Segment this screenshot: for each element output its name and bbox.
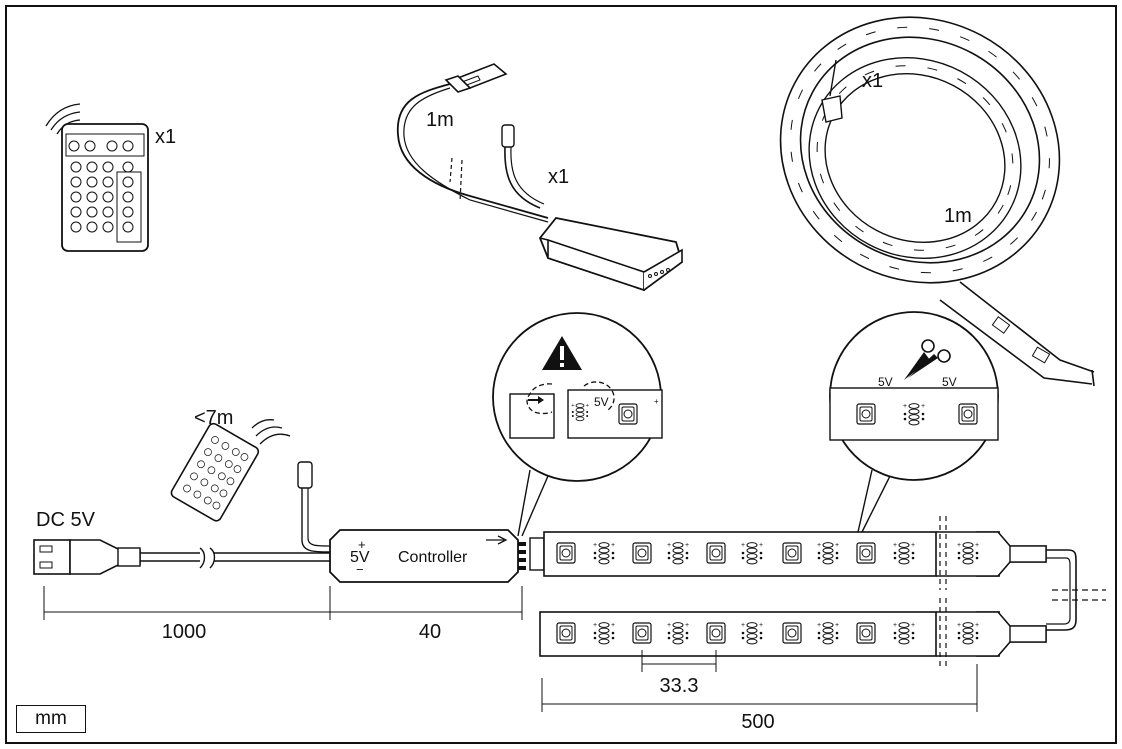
warning-icon (542, 336, 582, 370)
led-strip (529, 516, 1047, 590)
remote-range: <7m (194, 407, 233, 429)
power-cable (140, 547, 330, 569)
power-label: DC 5V (36, 509, 96, 531)
svg-text:+: + (654, 397, 659, 406)
remote-icon (170, 422, 260, 522)
dimension-strip-segment (541, 664, 978, 712)
controller-minus: − (356, 562, 364, 577)
dimension-controller-label: 40 (419, 621, 441, 643)
controller-qty: x1 (548, 166, 569, 188)
cut-voltage-right: 5V (942, 375, 957, 389)
cut-detail-callout (829, 311, 999, 533)
controller-label: Controller (398, 549, 468, 566)
dimension-led-pitch (641, 650, 717, 672)
cut-voltage-left: 5V (878, 375, 893, 389)
usb-plug-icon (33, 539, 141, 575)
remote-icon (45, 103, 149, 252)
scissors-icon (904, 339, 951, 380)
dimension-strip-segment-label: 500 (741, 711, 774, 733)
dimension-cable-label: 1000 (162, 621, 207, 643)
warning-detail-callout: + (492, 312, 663, 537)
strip-cable-loop (1046, 549, 1106, 631)
dimension-cable (43, 586, 331, 620)
dimension-led-pitch-label: 33.3 (660, 675, 699, 697)
strip-qty: x1 (862, 70, 883, 92)
controller-box-icon (397, 63, 684, 292)
units-box: mm (16, 705, 86, 733)
remote-qty: x1 (155, 126, 176, 148)
ir-receiver-icon (297, 461, 331, 553)
warning-voltage: 5V (594, 395, 609, 409)
dimension-controller (330, 586, 523, 620)
controller-cable-length: 1m (426, 109, 454, 131)
arrow-icon (497, 535, 508, 545)
led-strip (539, 598, 1047, 670)
led-strip-reel-icon (779, 16, 1095, 387)
controller-plus: + (358, 537, 366, 552)
controller-voltage: 5V (350, 549, 370, 566)
strip-length: 1m (944, 205, 972, 227)
controller-box-icon (329, 529, 526, 583)
signal-waves-icon (251, 419, 291, 445)
